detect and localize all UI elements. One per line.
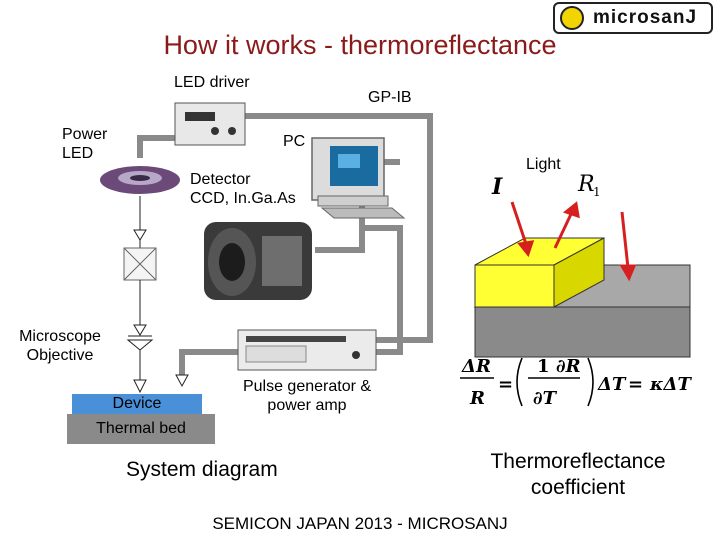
eq-partial-R: ∂R bbox=[556, 356, 581, 377]
pulse-generator-device bbox=[237, 329, 377, 371]
incident-symbol: I bbox=[491, 174, 503, 200]
eq-R: R bbox=[469, 388, 485, 409]
reflected-subscript: 1 bbox=[593, 185, 601, 199]
detector-camera bbox=[204, 222, 312, 300]
eq-partial-T: ∂T bbox=[533, 388, 558, 409]
power-led-ring bbox=[100, 166, 180, 194]
light-arrows bbox=[510, 201, 637, 282]
thermal-bed-box: Thermal bed bbox=[67, 414, 215, 444]
eq-kappa-delta-T: κΔT bbox=[649, 374, 692, 395]
pc-label: PC bbox=[283, 133, 306, 150]
footer-text: SEMICON JAPAN 2013 - MICROSANJ bbox=[212, 514, 508, 533]
led-driver-label: LED driver bbox=[174, 74, 250, 91]
eq-equals: = bbox=[498, 374, 513, 395]
svg-text:=: = bbox=[628, 374, 643, 395]
pulse-generator-label: Pulse generator &power amp bbox=[242, 378, 372, 414]
optical-path bbox=[123, 196, 189, 394]
thermoreflectance-equation: ΔR R = 1 ∂T ∂R ΔT = κΔT bbox=[460, 356, 692, 409]
device-box: Device bbox=[72, 394, 202, 414]
device-label: Device bbox=[112, 395, 162, 412]
sample-block bbox=[473, 237, 691, 358]
logo-mark-icon bbox=[560, 6, 584, 30]
eq-delta-T: ΔT bbox=[597, 374, 627, 395]
led-driver-device bbox=[174, 102, 246, 146]
light-label: Light bbox=[526, 156, 561, 173]
pc-computer bbox=[311, 137, 406, 219]
eq-one: 1 bbox=[537, 356, 550, 377]
reflected-symbol: R bbox=[577, 172, 595, 197]
microsanj-logo: microsanJ bbox=[553, 2, 713, 34]
thermal-bed-label: Thermal bed bbox=[96, 420, 186, 437]
gp-ib-label: GP-IB bbox=[368, 89, 412, 106]
eq-dR: ΔR bbox=[461, 356, 491, 377]
slide-title: How it works - thermoreflectance bbox=[163, 30, 557, 60]
logo-wordmark: microsanJ bbox=[593, 7, 698, 28]
system-diagram-caption: System diagram bbox=[126, 458, 278, 481]
